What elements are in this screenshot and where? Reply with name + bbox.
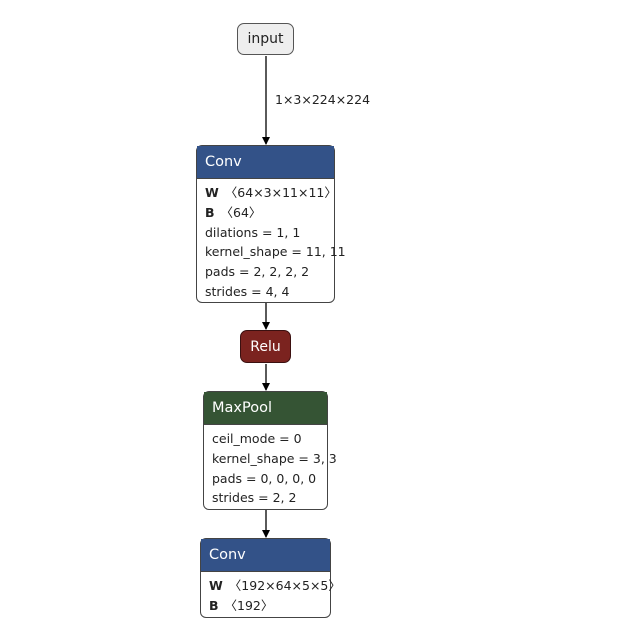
edges-layer [262, 56, 270, 538]
attr-pads: pads = 2, 2, 2, 2 [205, 264, 310, 280]
attr-pads: pads = 0, 0, 0, 0 [212, 470, 317, 486]
edge-shape-label: 1×3×224×224 [275, 92, 371, 107]
tensor-bias: B〈192〉 [209, 597, 274, 613]
conv-node-2[interactable]: Conv W〈192×64×5×5〉 B〈192〉 [200, 538, 341, 618]
conv-node-2-title: Conv [209, 547, 246, 563]
tensor-weight: W〈192×64×5×5〉 [209, 578, 341, 593]
attr-strides: strides = 4, 4 [205, 283, 290, 299]
attr-kernel-shape: kernel_shape = 3, 3 [212, 450, 337, 466]
maxpool-node[interactable]: MaxPool ceil_mode = 0 kernel_shape = 3, … [203, 391, 337, 510]
relu-node[interactable]: Relu [240, 330, 291, 363]
conv-node-1-header: Conv [197, 146, 334, 179]
attr-strides: strides = 2, 2 [212, 490, 297, 506]
input-node-label: input [247, 31, 284, 47]
conv-node-1[interactable]: Conv W〈64×3×11×11〉 B〈64〉 dilations = 1, … [196, 145, 346, 303]
maxpool-node-body: ceil_mode = 0 kernel_shape = 3, 3 pads =… [204, 425, 337, 508]
attr-ceil-mode: ceil_mode = 0 [212, 431, 302, 446]
maxpool-node-title: MaxPool [212, 400, 272, 416]
attr-kernel-shape: kernel_shape = 11, 11 [205, 244, 346, 260]
relu-node-label: Relu [250, 338, 281, 355]
attr-dilations: dilations = 1, 1 [205, 224, 301, 240]
input-node[interactable]: input [237, 23, 294, 55]
conv-node-1-title: Conv [205, 154, 242, 170]
tensor-weight: W〈64×3×11×11〉 [205, 185, 337, 200]
conv-node-2-header: Conv [201, 539, 330, 572]
tensor-bias: B〈64〉 [205, 204, 262, 220]
conv-node-2-body: W〈192×64×5×5〉 B〈192〉 [201, 572, 341, 616]
conv-node-1-body: W〈64×3×11×11〉 B〈64〉 dilations = 1, 1 ker… [197, 179, 346, 302]
maxpool-node-header: MaxPool [204, 392, 327, 425]
